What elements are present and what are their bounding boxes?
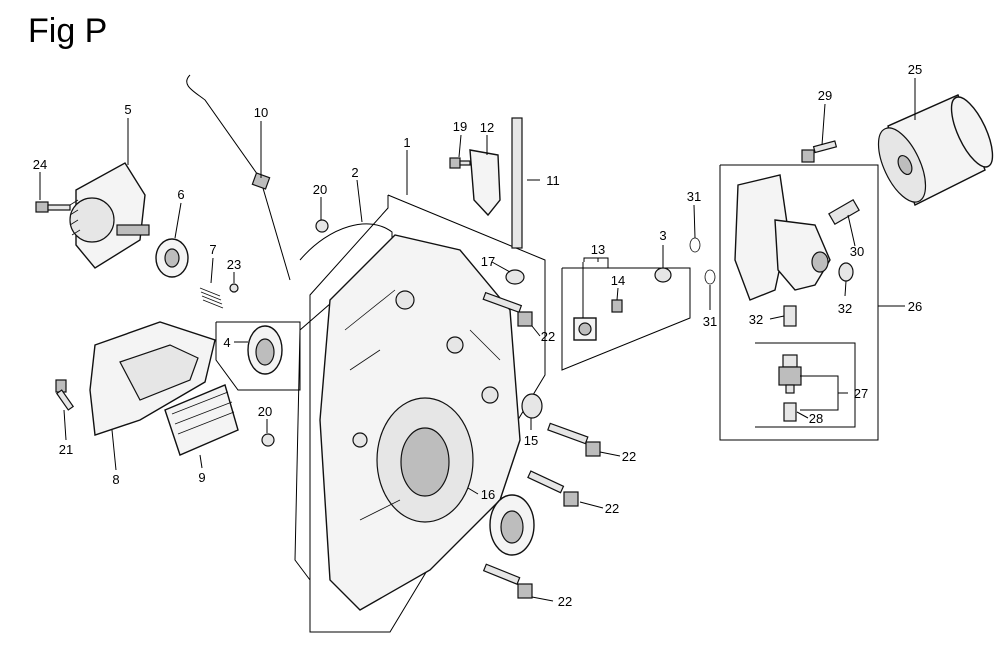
callout-22-b: 22 [622,449,636,464]
callout-9: 9 [198,470,205,485]
nipple-30 [828,198,860,226]
oil-filter-25 [877,94,994,206]
callout-16: 16 [481,487,495,502]
dipstick-10 [186,74,291,281]
oil-filter-housing [734,174,831,301]
figure-title: Fig P [28,12,108,50]
oil-switch-27 [778,354,802,394]
plug-17 [505,269,525,285]
oil-seal-4 [247,325,283,375]
oring-31a [689,237,701,253]
callout-8: 8 [112,472,119,487]
callout-3: 3 [659,228,666,243]
callout-23: 23 [227,257,241,272]
callout-26: 26 [908,299,922,314]
callout-29: 29 [818,88,832,103]
callout-14: 14 [611,273,625,288]
callout-22-c: 22 [605,501,619,516]
washer-3 [654,267,672,283]
callout-20-upper: 20 [313,182,327,197]
callout-numbers: 1 2 3 4 5 6 7 8 9 10 11 12 13 14 15 16 1… [33,62,922,609]
oil-seal-16 [489,494,535,556]
bolt-22d [482,563,533,599]
callout-15: 15 [524,433,538,448]
group-brackets [215,164,879,633]
callout-28: 28 [809,411,823,426]
governor-13 [573,317,597,341]
leader-lines [39,78,916,602]
oring-31b [704,269,716,285]
dowel-20a [315,219,329,233]
callout-32-right: 32 [838,301,852,316]
callout-17: 17 [481,254,495,269]
pin-14 [611,299,623,313]
callout-22-d: 22 [558,594,572,609]
bolt-22c [527,470,579,507]
callout-6: 6 [177,187,184,202]
callout-11: 11 [546,173,560,188]
callout-19: 19 [453,119,467,134]
callout-30: 30 [850,244,864,259]
washer-28 [783,402,797,422]
callout-13: 13 [591,242,605,257]
dowel-20b [261,433,275,447]
crankcase-cover-1 [319,234,521,611]
bolt-22a [482,291,533,327]
bolt-22b [547,422,601,457]
screen-9 [164,384,239,456]
plug-15 [521,393,543,419]
callout-31-upper: 31 [687,189,701,204]
callout-25: 25 [908,62,922,77]
bolt-29 [801,140,838,163]
callout-22-a: 22 [541,329,555,344]
clamp-12 [469,149,501,217]
dipstick-tube-11 [511,117,523,249]
bolt-24 [35,201,71,213]
bolt-21 [55,379,75,411]
oil-pump-cover-8 [89,321,216,436]
callout-10: 10 [254,105,268,120]
spring-7 [199,287,224,309]
plug-32b [838,262,854,282]
callout-20-lower: 20 [258,404,272,419]
callout-2: 2 [351,165,358,180]
callout-12: 12 [480,120,494,135]
callout-21: 21 [59,442,73,457]
plug-32a [783,305,797,327]
callout-1: 1 [403,135,410,150]
callout-24: 24 [33,157,47,172]
callout-4: 4 [223,335,230,350]
bolt-19 [449,157,471,169]
oil-pump-gear [69,162,150,269]
ball-23 [229,283,239,293]
callout-5: 5 [124,102,131,117]
callout-7: 7 [209,242,216,257]
ring-6 [155,238,189,278]
callout-32-left: 32 [749,312,763,327]
callout-31-lower: 31 [703,314,717,329]
callout-27: 27 [854,386,868,401]
